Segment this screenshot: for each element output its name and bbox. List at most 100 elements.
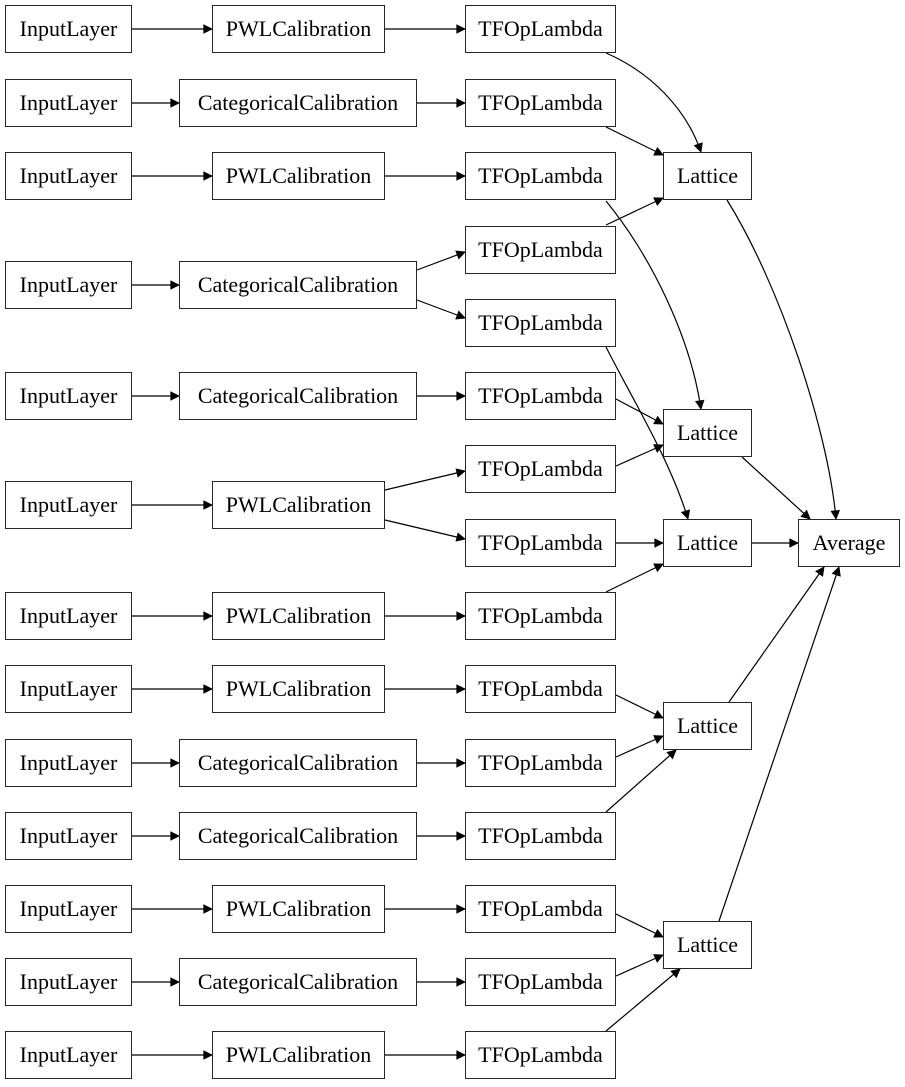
node-label-tfop-4a: TFOpLambda [478, 237, 603, 262]
node-tfop-8: TFOpLambda [465, 665, 616, 713]
node-label-pwlcal-13: PWLCalibration [225, 1042, 372, 1067]
node-input-4: InputLayer [5, 261, 132, 309]
edge-tfop-2-to-lattice-1 [605, 126, 664, 156]
node-label-input-8: InputLayer [19, 676, 118, 701]
node-tfop-6a: TFOpLambda [465, 445, 616, 493]
node-lattice-1: Lattice [663, 152, 752, 200]
edge-lattice-1-to-average [726, 199, 841, 520]
node-catcal-12: CategoricalCalibration [179, 958, 417, 1006]
node-input-6: InputLayer [5, 481, 132, 529]
edge-tfop-12-to-lattice-5 [615, 954, 664, 977]
node-catcal-4: CategoricalCalibration [179, 261, 417, 309]
node-label-tfop-7: TFOpLambda [478, 603, 603, 628]
node-label-tfop-6a: TFOpLambda [478, 456, 603, 481]
node-tfop-1: TFOpLambda [465, 5, 616, 53]
edge-tfop-13-to-lattice-5 [605, 968, 681, 1032]
node-label-catcal-9: CategoricalCalibration [197, 750, 399, 775]
node-pwlcal-11: PWLCalibration [212, 885, 385, 933]
node-tfop-9: TFOpLambda [465, 739, 616, 787]
node-input-13: InputLayer [5, 1031, 132, 1079]
node-catcal-10: CategoricalCalibration [179, 812, 417, 860]
node-pwlcal-8: PWLCalibration [212, 665, 385, 713]
node-tfop-7: TFOpLambda [465, 592, 616, 640]
node-pwlcal-1: PWLCalibration [212, 5, 385, 53]
edge-tfop-6a-to-lattice-2 [615, 444, 664, 467]
node-label-input-13: InputLayer [19, 1042, 118, 1067]
node-label-input-6: InputLayer [19, 492, 118, 517]
node-label-input-9: InputLayer [19, 750, 118, 775]
node-tfop-4a: TFOpLambda [465, 226, 616, 274]
node-pwlcal-13: PWLCalibration [212, 1031, 385, 1079]
node-pwlcal-7: PWLCalibration [212, 592, 385, 640]
node-catcal-2: CategoricalCalibration [179, 79, 417, 127]
node-label-input-4: InputLayer [19, 272, 118, 297]
node-catcal-9: CategoricalCalibration [179, 739, 417, 787]
node-input-10: InputLayer [5, 812, 132, 860]
edge-lattice-4-to-average [728, 566, 825, 703]
node-input-12: InputLayer [5, 958, 132, 1006]
edge-tfop-10-to-lattice-4 [605, 749, 677, 813]
node-tfop-3: TFOpLambda [465, 152, 616, 200]
node-label-tfop-3: TFOpLambda [478, 163, 603, 188]
node-label-pwlcal-3: PWLCalibration [225, 163, 372, 188]
node-lattice-2: Lattice [663, 409, 752, 457]
node-input-8: InputLayer [5, 665, 132, 713]
node-label-pwlcal-7: PWLCalibration [225, 603, 372, 628]
node-tfop-10: TFOpLambda [465, 812, 616, 860]
edge-tfop-8-to-lattice-4 [615, 694, 664, 719]
node-label-input-2: InputLayer [19, 90, 118, 115]
node-lattice-4: Lattice [663, 702, 752, 750]
node-label-input-11: InputLayer [19, 896, 118, 921]
node-pwlcal-3: PWLCalibration [212, 152, 385, 200]
node-label-pwlcal-6: PWLCalibration [225, 492, 372, 517]
node-catcal-5: CategoricalCalibration [179, 372, 417, 420]
node-input-1: InputLayer [5, 5, 132, 53]
node-label-input-10: InputLayer [19, 823, 118, 848]
node-label-lattice-4: Lattice [676, 713, 739, 738]
node-label-catcal-2: CategoricalCalibration [197, 90, 399, 115]
node-input-9: InputLayer [5, 739, 132, 787]
edge-pwlcal-6-to-tfop-6b [384, 519, 466, 542]
edge-tfop-5-to-lattice-2 [615, 398, 664, 425]
node-label-tfop-5: TFOpLambda [478, 383, 603, 408]
node-label-lattice-5: Lattice [676, 932, 739, 957]
node-input-7: InputLayer [5, 592, 132, 640]
node-tfop-13: TFOpLambda [465, 1031, 616, 1079]
node-label-catcal-10: CategoricalCalibration [197, 823, 399, 848]
node-label-pwlcal-8: PWLCalibration [225, 676, 372, 701]
node-lattice-5: Lattice [663, 921, 752, 969]
node-label-lattice-1: Lattice [676, 163, 739, 188]
node-tfop-2: TFOpLambda [465, 79, 616, 127]
edge-catcal-4-to-tfop-4a [416, 250, 466, 271]
node-label-input-3: InputLayer [19, 163, 118, 188]
node-label-tfop-12: TFOpLambda [478, 969, 603, 994]
node-label-average: Average [812, 530, 886, 555]
edge-tfop-7-to-lattice-3 [605, 563, 664, 593]
node-label-tfop-2: TFOpLambda [478, 90, 603, 115]
edge-tfop-9-to-lattice-4 [615, 735, 664, 758]
node-label-tfop-1: TFOpLambda [478, 16, 603, 41]
edge-tfop-4a-to-lattice-1 [605, 197, 664, 226]
edge-pwlcal-6-to-tfop-6a [384, 468, 466, 491]
node-label-lattice-3: Lattice [676, 530, 739, 555]
node-input-3: InputLayer [5, 152, 132, 200]
node-tfop-5: TFOpLambda [465, 372, 616, 420]
node-label-pwlcal-11: PWLCalibration [225, 896, 372, 921]
node-input-11: InputLayer [5, 885, 132, 933]
edge-tfop-11-to-lattice-5 [615, 913, 664, 938]
edge-tfop-3-to-lattice-2 [605, 200, 705, 410]
node-label-tfop-13: TFOpLambda [478, 1042, 603, 1067]
edge-lattice-5-to-average [718, 566, 841, 922]
node-label-input-7: InputLayer [19, 603, 118, 628]
node-lattice-3: Lattice [663, 519, 752, 567]
node-label-catcal-12: CategoricalCalibration [197, 969, 399, 994]
node-label-input-1: InputLayer [19, 16, 118, 41]
node-label-tfop-8: TFOpLambda [478, 676, 603, 701]
edge-lattice-2-to-average [741, 456, 811, 520]
node-label-input-12: InputLayer [19, 969, 118, 994]
edge-catcal-4-to-tfop-4b [416, 299, 466, 320]
node-tfop-11: TFOpLambda [465, 885, 616, 933]
node-label-pwlcal-1: PWLCalibration [225, 16, 372, 41]
